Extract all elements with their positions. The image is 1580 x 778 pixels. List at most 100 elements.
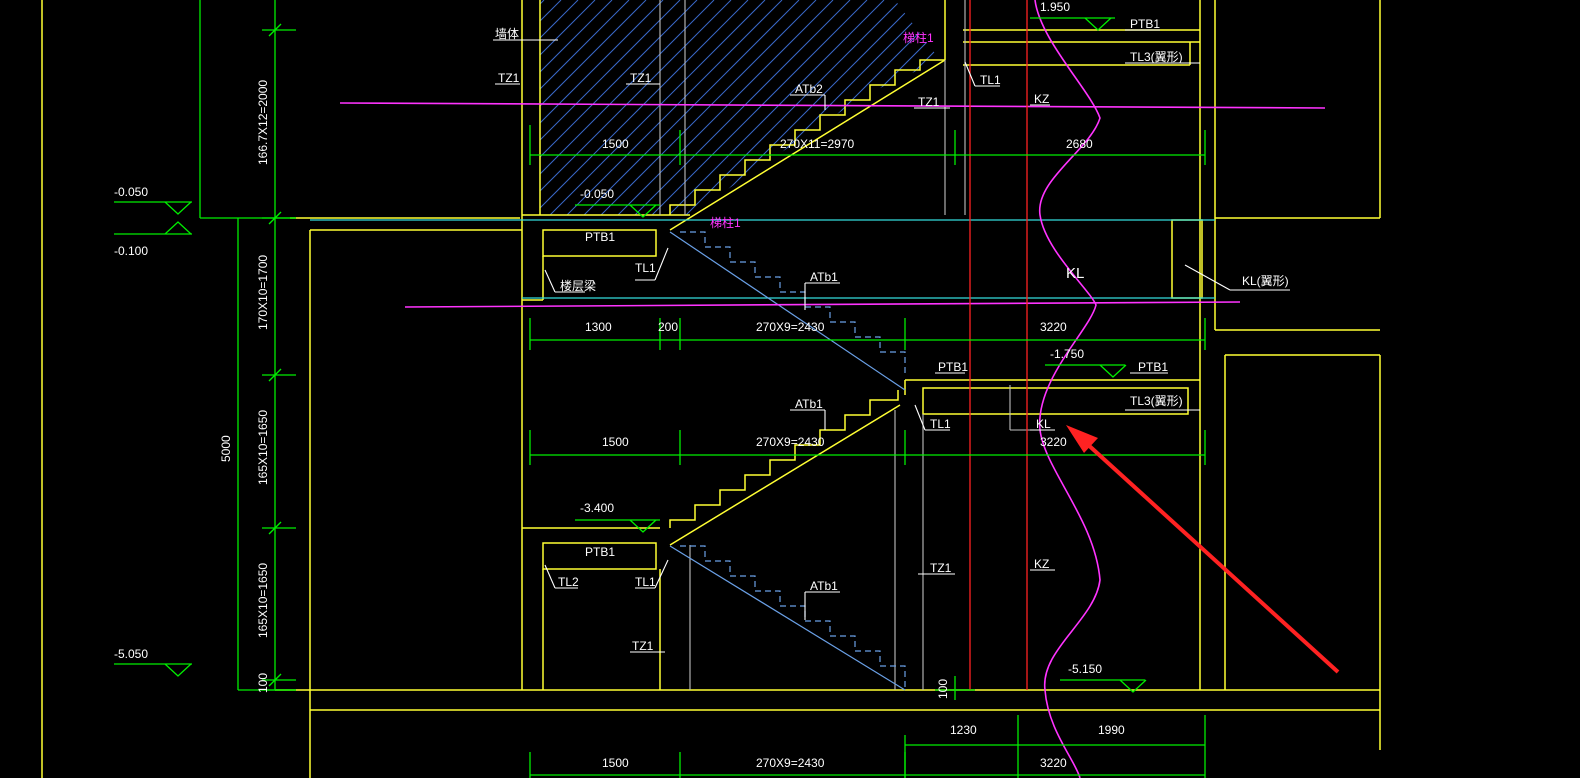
hatch-line [1004, 0, 1224, 220]
stair-structure [521, 0, 1381, 750]
hatch-line [540, 0, 732, 215]
dim-flight-2: 170X10=1700 [256, 255, 270, 330]
column-grid-lines [969, 0, 1028, 690]
hatch-line [765, 0, 940, 215]
hatch-line [290, 0, 510, 220]
elev-top-1950: 1.950 [1040, 0, 1070, 14]
horizontal-dimension-rows [529, 125, 1206, 778]
dim-row3-mid: 270X9=2430 [756, 435, 825, 449]
hatch-line [540, 0, 749, 215]
hatch-line [850, 0, 940, 215]
elev-left-minus-0050: -0.050 [114, 185, 148, 199]
hatch-line [540, 0, 613, 215]
elev-minus-3400: -3.400 [580, 501, 614, 515]
dim-row5-right: 3220 [1040, 756, 1067, 770]
dim-total-height: 5000 [219, 435, 233, 462]
label-kz-a: KZ [1034, 92, 1049, 106]
hatch-line [578, 0, 800, 215]
hatch-line [918, 0, 940, 215]
label-atb2: ATb2 [795, 82, 823, 96]
label-ptb1-d: PTB1 [1138, 360, 1168, 374]
hatched-wall-region [290, 0, 1258, 220]
hatch-line [540, 0, 715, 215]
elev-left-minus-0100: -0.100 [114, 244, 148, 258]
hatch-line [540, 0, 647, 215]
label-tl3-a: TL3(翼形) [1130, 50, 1183, 64]
label-tz1-e: TZ1 [930, 561, 952, 575]
dim-row4-b: 1990 [1098, 723, 1125, 737]
label-ptb1-e: PTB1 [585, 545, 615, 559]
axis-lines [339, 0, 1326, 778]
dim-row2-mid: 270X9=2430 [756, 320, 825, 334]
label-break-a: 梯柱1 [903, 30, 934, 45]
elevation-marks-inner [575, 17, 1147, 693]
vertical-dimension-chain [199, 0, 296, 691]
dim-bottom: 100 [256, 673, 270, 693]
hatch-line [540, 0, 596, 215]
elev-left-minus-5050: -5.050 [114, 647, 148, 661]
label-kz-b: KZ [1034, 557, 1049, 571]
elevation-marks-left [114, 201, 192, 677]
label-wall: 墙体 [495, 27, 519, 41]
hatch-line [540, 0, 579, 215]
hatch-line [1038, 0, 1258, 220]
label-atb1-c: ATb1 [810, 579, 838, 593]
dim-bottom-right: 100 [936, 679, 950, 699]
hatch-line [540, 0, 664, 215]
dim-flight-4: 165X10=1650 [256, 563, 270, 638]
hatch-line [595, 0, 817, 215]
label-tl3-b: TL3(翼形) [1130, 394, 1183, 408]
hatch-line [697, 0, 919, 215]
annotation-arrow [1066, 425, 1340, 674]
hatch-line [540, 0, 562, 215]
label-kl-big: KL [1066, 265, 1084, 282]
label-leaders [493, 29, 1200, 653]
hatch-line [680, 0, 902, 215]
label-tz1-c: TZ1 [918, 95, 940, 109]
label-floor-slab: 楼层梁 [560, 278, 596, 293]
label-kl-wing: KL(翼形) [1242, 274, 1289, 288]
dim-row3-left: 1500 [602, 435, 629, 449]
thin-construction-lines [659, 0, 1290, 690]
label-tz1-a: TZ1 [498, 71, 520, 85]
hatch-line [629, 0, 851, 215]
label-tl1-a: TL1 [980, 73, 1001, 87]
hatch-line [953, 0, 1173, 220]
elev-minus-0050: -0.050 [580, 187, 614, 201]
hatch-line [1021, 0, 1241, 220]
hatch-line [307, 0, 527, 220]
dim-flight-3: 165X10=1650 [256, 410, 270, 485]
dim-row2-right: 3220 [1040, 320, 1067, 334]
dim-row1-left: 1500 [602, 137, 629, 151]
label-ptb1-a: PTB1 [1130, 17, 1160, 31]
hatch-line [561, 0, 783, 215]
label-tl1-b: TL1 [635, 261, 656, 275]
stairs-below-cut [669, 231, 906, 691]
hatch-line [540, 0, 681, 215]
dim-row1-right: 2680 [1066, 137, 1093, 151]
label-break-b: 梯柱1 [710, 215, 741, 230]
hatch-line [970, 0, 1190, 220]
hatch-line [748, 0, 940, 215]
label-kl-small: KL [1036, 417, 1051, 431]
dim-row3-right: 3220 [1040, 435, 1067, 449]
hatch-line [867, 0, 940, 215]
hatch-line [544, 0, 766, 215]
label-tz1-d: TZ1 [632, 639, 654, 653]
label-atb1-b: ATb1 [795, 397, 823, 411]
label-tl1-d: TL1 [635, 575, 656, 589]
hatch-line [901, 0, 940, 215]
dim-flight-top: 166.7X12=2000 [256, 80, 270, 165]
elev-minus-1750: -1.750 [1050, 347, 1084, 361]
dim-row2-gap: 200 [658, 320, 678, 334]
label-tl2: TL2 [558, 575, 579, 589]
hatch-line [663, 0, 885, 215]
dim-row2-left: 1300 [585, 320, 612, 334]
dim-row4-a: 1230 [950, 723, 977, 737]
label-ptb1-b: PTB1 [585, 230, 615, 244]
elev-minus-5150: -5.150 [1068, 662, 1102, 676]
dim-row1-mid: 270X11=2970 [780, 137, 855, 151]
label-ptb1-c: PTB1 [938, 360, 968, 374]
